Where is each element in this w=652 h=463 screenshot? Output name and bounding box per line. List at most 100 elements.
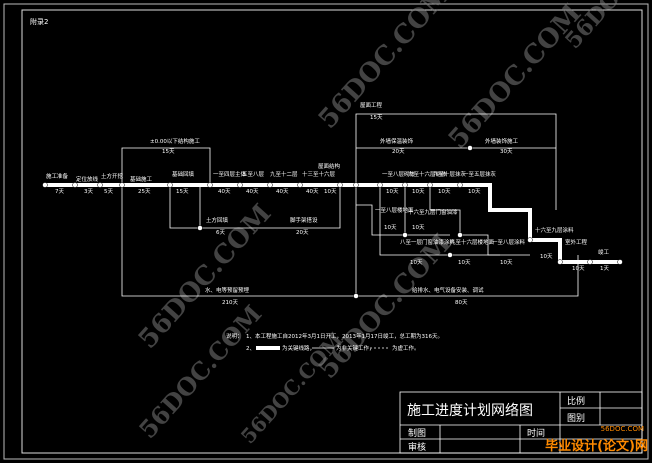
activity-label: ±0.00以下结构施工 [150,137,200,145]
drawing-title: 施工进度计划网络图 [407,403,533,419]
notes-line1: 1、本工程施工自2012年3月1日开工，2013年1月17日竣工，总工期为316… [246,332,443,340]
drawing-no-label: 图别 [567,413,585,424]
node [97,182,103,188]
node [377,182,383,188]
activity-label: 基础回填 [172,170,195,178]
activity-duration: 10天 [410,259,423,266]
logo-site: 56DOC.COM [600,425,644,433]
node [353,182,359,188]
activity-duration: 10天 [412,188,425,195]
activity-label: 竣工 [598,248,610,256]
activity-label: 九至十六层楼地面 [450,238,495,246]
activity-duration: 10天 [458,259,471,266]
activity-duration: 20天 [296,229,309,236]
activity-label: 施工准备 [46,172,69,180]
activity-label: 一至八层涂料 [492,238,526,246]
node [197,225,203,231]
activity-label: 屋面结构 [318,162,341,170]
activity-duration: 10天 [438,188,451,195]
node [557,259,563,265]
node [587,259,593,265]
watermark: 56DOC.COM [443,0,588,155]
drawn-by-label: 制图 [408,427,426,439]
activity-label: 五至八层 [242,171,265,178]
scale-label: 比例 [567,395,585,407]
activity-label: 一至四层主体 [213,170,247,178]
activity-duration: 1天 [600,265,609,272]
activity-duration: 80天 [455,299,468,306]
activity-label: 一至五层抹灰 [463,170,497,178]
activity-label: 基础施工 [130,175,153,183]
node [297,182,303,188]
notes: 说明： 1、本工程施工自2012年3月1日开工，2013年1月17日竣工，总工期… [226,332,443,352]
activity-duration: 10天 [572,265,585,272]
activity-label: 九至十六层砌体 [408,170,447,178]
activity-duration: 10天 [384,224,397,231]
activity-label: 九至十二层 [270,170,298,178]
activity-label: 十六至九层涂料 [535,226,574,234]
activity-duration: 25天 [138,188,151,195]
notes-prefix: 说明： [226,332,243,340]
activity-label: 土方回填 [206,216,229,224]
date-label: 时间 [527,427,545,439]
node [457,232,463,238]
node [402,232,408,238]
notes-line2-c: 为虚工作。 [392,344,420,352]
node [42,182,48,188]
node [72,182,78,188]
activity-duration: 10天 [500,259,513,266]
activity-duration: 6天 [216,229,225,236]
activity-label: 十三至十六层 [302,170,336,178]
activity-duration: 15天 [176,188,189,195]
activity-duration: 7天 [55,188,64,195]
activity-duration: 210天 [222,299,238,306]
title-block-text: 施工进度计划网络图 比例 图别 制图 审核 时间 [407,395,585,453]
activity-label: 水、电等预留预埋 [205,286,250,294]
activity-duration: 40天 [306,188,319,195]
activity-duration: 10天 [324,188,337,195]
node [337,182,343,188]
node [119,182,125,188]
activity-label: 屋面工程 [360,101,383,109]
activity-label: 一至八层砌体 [382,170,416,178]
activity-duration: 3天 [84,188,93,195]
activity-label: 六至十层抹灰 [433,170,467,178]
activity-label: 土方开挖 [101,172,124,180]
activity-duration: 40天 [276,188,289,195]
sheet-label: 附录2 [30,17,48,26]
activity-label: 八至一层门窗油漆涂料 [400,238,456,246]
activity-duration: 40天 [246,188,259,195]
activity-label: 脚手架搭设 [290,216,318,224]
node [527,237,533,243]
activity-labels: 施工准备 7天 定位放线 3天 土方开挖 5天 基础施工 25天 ±0.00以下… [46,101,610,306]
node [167,182,173,188]
critical-path [45,183,620,264]
node [237,182,243,188]
notes-line2-num: 2、 [246,346,255,352]
activity-label: 十六至九层门窗油漆 [408,208,458,216]
activity-duration: 10天 [386,188,399,195]
node [617,259,623,265]
activity-label: 外墙保温装饰 [380,137,414,145]
notes-line2-b: 为非关键工作， [336,344,375,352]
node [402,182,408,188]
activity-label: 室外工程 [565,238,588,246]
activity-label: 定位放线 [76,175,99,183]
title-block [399,391,643,454]
activity-duration: 5天 [104,188,113,195]
activity-duration: 20天 [392,148,405,155]
watermark: 56DOC.COM [313,0,458,135]
node [447,252,453,258]
node [207,182,213,188]
activity-label: 给排水、电气设备安装、调试 [412,286,484,294]
activity-duration: 10天 [412,224,425,231]
node [267,182,273,188]
activity-label: 一至八层楼地面 [375,206,414,214]
nodes [42,145,623,299]
node [467,145,473,151]
inner-frame [21,9,643,454]
notes-line2-a: 为关键线路， [282,344,315,352]
activity-duration: 30天 [500,148,513,155]
node [427,182,433,188]
